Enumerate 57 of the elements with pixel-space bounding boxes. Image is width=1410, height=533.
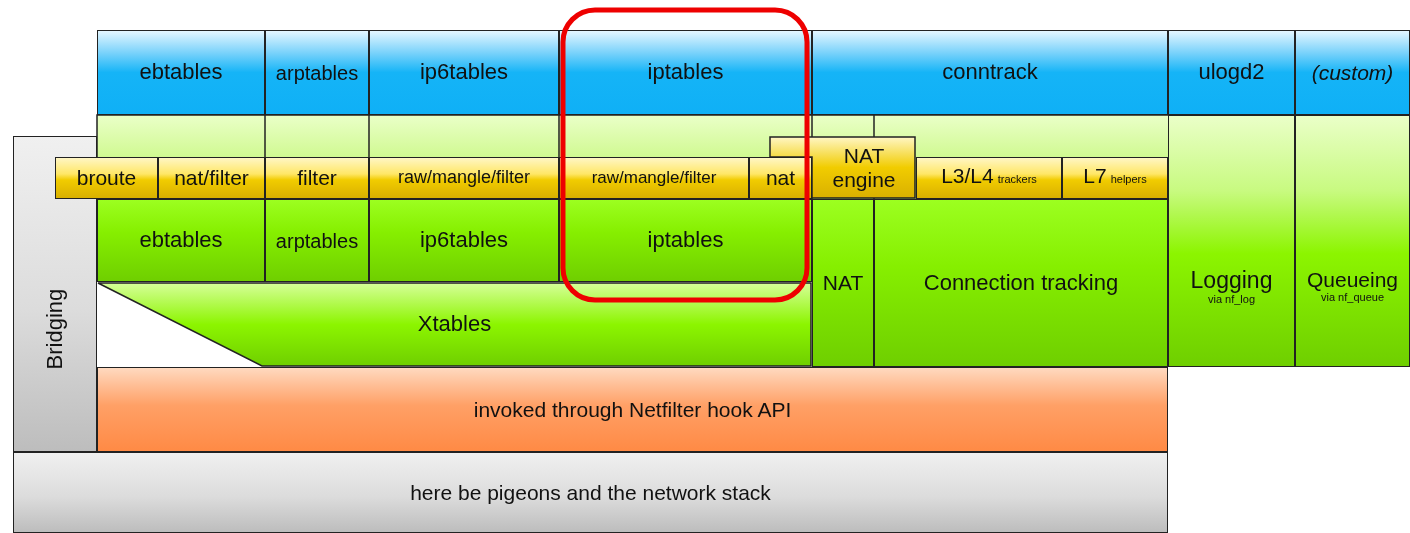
layer-box — [916, 157, 1062, 199]
layer-box — [97, 30, 265, 115]
box-label: ip6tables — [419, 60, 509, 85]
box-label: here be pigeons and the network stack — [410, 480, 771, 505]
layer-box — [265, 199, 369, 282]
box-label: Connection tracking — [923, 270, 1119, 296]
layer-box — [265, 157, 369, 199]
box-label: NAT engine — [831, 144, 897, 191]
box-label: ebtables — [139, 228, 223, 253]
layer-box — [1168, 30, 1295, 115]
layer-box — [369, 30, 559, 115]
layer-box — [874, 199, 1168, 367]
box-label: L3/L4 — [941, 164, 994, 188]
layer-box — [1168, 115, 1295, 367]
box-label: Xtables — [417, 312, 492, 337]
box-label: ebtables — [139, 60, 223, 85]
box-label: filter — [297, 166, 337, 190]
box-label: Bridging — [42, 288, 68, 370]
layer-box — [812, 30, 1168, 115]
box-label: nat/filter — [174, 166, 249, 190]
sub-label: trackers — [997, 173, 1037, 186]
box-label: conntrack — [942, 60, 1038, 85]
box-label: raw/mangle/filter — [397, 168, 530, 188]
box-label: ulogd2 — [1198, 60, 1265, 85]
layer-box — [369, 199, 559, 282]
layer-box — [1295, 30, 1410, 115]
box-label: arptables — [275, 229, 359, 252]
layer-box — [1062, 157, 1168, 199]
layer-box — [97, 367, 1168, 452]
layer-shape — [97, 282, 812, 367]
box-label: broute — [76, 166, 137, 190]
box-label: raw/mangle/filter — [591, 168, 717, 188]
box-label: nat — [765, 166, 796, 190]
box-label: Queueing — [1306, 268, 1399, 292]
box-label: iptables — [647, 60, 724, 85]
layer-box — [13, 452, 1168, 533]
layer-box — [158, 157, 265, 199]
sub-label: via nf_queue — [1321, 291, 1384, 304]
box-label: NAT — [822, 271, 864, 295]
box-label: Logging — [1190, 268, 1273, 294]
box-label: L7 — [1083, 164, 1107, 188]
box-label: arptables — [275, 61, 359, 84]
box-label: (custom) — [1311, 60, 1394, 85]
layer-box — [369, 157, 559, 199]
layer-box — [1295, 115, 1410, 367]
layer-box — [559, 30, 812, 115]
sub-label: helpers — [1110, 173, 1147, 186]
layer-box — [97, 199, 265, 282]
layer-shape — [769, 136, 916, 199]
box-label: ip6tables — [419, 228, 509, 253]
layer-box — [559, 157, 749, 199]
layer-box — [812, 199, 874, 367]
box-label: iptables — [647, 228, 724, 253]
box-label: invoked through Netfilter hook API — [473, 397, 792, 422]
layer-box — [55, 157, 158, 199]
layer-box — [265, 30, 369, 115]
sub-label: via nf_log — [1207, 293, 1256, 306]
